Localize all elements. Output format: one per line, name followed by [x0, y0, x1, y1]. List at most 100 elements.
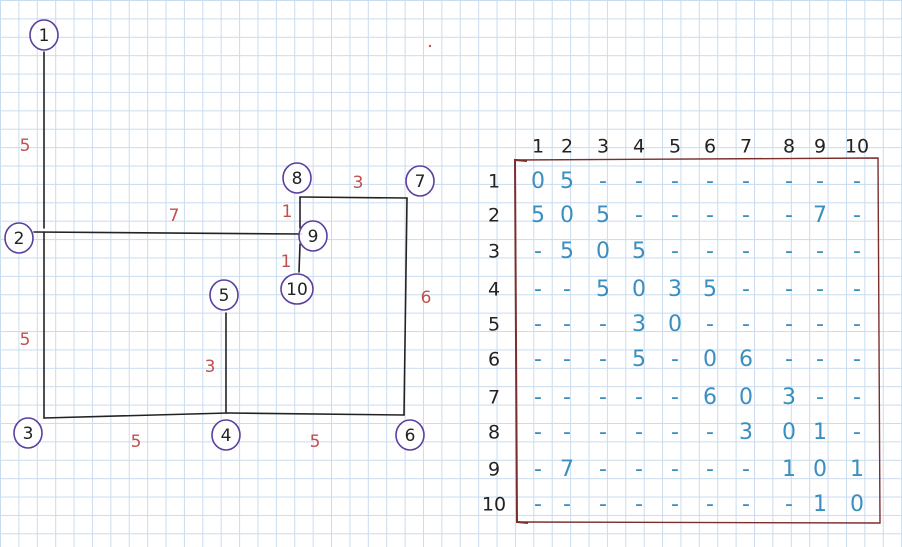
matrix-cell-1-7: -	[742, 169, 750, 194]
node-8: 8	[282, 162, 312, 194]
matrix-col-header-4: 4	[633, 136, 645, 158]
matrix-cell-6-8: -	[785, 347, 793, 372]
matrix-cell-3-10: -	[853, 239, 861, 264]
matrix-row-header-10: 10	[482, 494, 506, 516]
node-circle	[282, 162, 312, 194]
matrix-cell-7-9: -	[816, 385, 824, 410]
matrix-cell-10-1: -	[534, 492, 542, 517]
edge-3-4	[43, 412, 229, 419]
node-6: 6	[395, 419, 425, 451]
node-4: 4	[211, 419, 241, 451]
node-circle	[280, 273, 314, 305]
edge-weight-3-4: 5	[131, 432, 142, 452]
matrix-cell-5-4: 3	[632, 312, 646, 337]
matrix-cell-2-4: -	[635, 203, 643, 228]
matrix-cell-8-5: -	[671, 420, 679, 445]
matrix-cell-2-10: -	[853, 203, 861, 228]
matrix-cell-7-7: 0	[739, 385, 753, 410]
matrix-cell-1-9: -	[816, 169, 824, 194]
matrix-cell-4-4: 0	[632, 277, 646, 302]
matrix-cell-5-3: -	[599, 312, 607, 337]
matrix-row-header-6: 6	[488, 349, 500, 371]
matrix-cell-3-7: -	[742, 239, 750, 264]
matrix-cell-10-7: -	[742, 492, 750, 517]
matrix-cell-1-8: -	[785, 169, 793, 194]
node-5: 5	[209, 279, 239, 311]
matrix-cell-8-2: -	[563, 420, 571, 445]
matrix-col-header-10: 10	[845, 136, 869, 158]
matrix-col-header-9: 9	[814, 136, 826, 158]
matrix-col-header-8: 8	[783, 136, 795, 158]
edge-weight-6-7: 6	[421, 288, 432, 308]
matrix-cell-6-5: -	[671, 347, 679, 372]
matrix-cell-8-10: -	[853, 420, 861, 445]
matrix-cell-5-2: -	[563, 312, 571, 337]
node-circle	[4, 222, 34, 254]
matrix-cell-1-1: 0	[531, 169, 545, 194]
matrix-cell-1-4: -	[635, 169, 643, 194]
matrix-cell-3-2: 5	[560, 239, 574, 264]
matrix-cell-5-7: -	[742, 312, 750, 337]
matrix-cell-1-10: -	[853, 169, 861, 194]
matrix-cell-2-8: -	[785, 203, 793, 228]
matrix-cell-5-10: -	[853, 312, 861, 337]
matrix-cell-10-8: -	[785, 492, 793, 517]
node-7: 7	[405, 165, 435, 197]
matrix-cell-5-8: -	[785, 312, 793, 337]
matrix-cell-9-6: -	[706, 457, 714, 482]
edge-9-10	[298, 243, 301, 273]
matrix-cell-5-1: -	[534, 312, 542, 337]
matrix-row-header-3: 3	[488, 241, 500, 263]
matrix-cell-4-9: -	[816, 277, 824, 302]
matrix-cell-3-4: 5	[632, 239, 646, 264]
matrix-cell-9-5: -	[671, 457, 679, 482]
matrix-cell-7-6: 6	[703, 385, 717, 410]
matrix-cell-2-6: -	[706, 203, 714, 228]
matrix-cell-5-5: 0	[668, 312, 682, 337]
edge-weight-4-6: 5	[310, 432, 321, 452]
node-label: 7	[415, 172, 426, 192]
matrix-cell-8-1: -	[534, 420, 542, 445]
matrix-cell-6-2: -	[563, 347, 571, 372]
matrix-cell-4-8: -	[785, 277, 793, 302]
matrix-cell-6-9: -	[816, 347, 824, 372]
matrix-cell-7-1: -	[534, 385, 542, 410]
matrix-row-header-7: 7	[488, 387, 500, 409]
matrix-cell-1-2: 5	[560, 169, 574, 194]
matrix-row-header-2: 2	[488, 205, 500, 227]
edge-weight-2-9: 7	[169, 206, 180, 226]
matrix-col-header-3: 3	[597, 136, 609, 158]
matrix-cell-6-10: -	[853, 347, 861, 372]
matrix-cell-6-1: -	[534, 347, 542, 372]
matrix-cell-9-2: 7	[560, 457, 574, 482]
matrix-row-header-5: 5	[488, 314, 500, 336]
matrix-col-header-5: 5	[669, 136, 681, 158]
matrix-cell-8-3: -	[599, 420, 607, 445]
node-label: 10	[286, 280, 308, 300]
matrix-cell-4-5: 3	[668, 277, 682, 302]
matrix-cell-4-6: 5	[703, 277, 717, 302]
node-2: 2	[4, 222, 34, 254]
matrix-cell-10-6: -	[706, 492, 714, 517]
matrix-left-bracket	[513, 158, 529, 524]
node-circle	[395, 419, 425, 451]
matrix-border	[513, 157, 881, 524]
matrix-cell-7-10: -	[853, 385, 861, 410]
matrix-cell-3-1: -	[534, 239, 542, 264]
edge-weight-7-8: 3	[353, 173, 364, 193]
matrix-row-header-9: 9	[488, 459, 500, 481]
matrix-cell-2-7: -	[742, 203, 750, 228]
matrix-outline	[514, 157, 881, 524]
node-label: 1	[39, 26, 50, 46]
matrix-cell-9-9: 0	[813, 457, 827, 482]
matrix-cell-8-8: 0	[782, 420, 796, 445]
matrix-col-header-1: 1	[532, 136, 544, 158]
matrix-cell-2-2: 0	[560, 203, 574, 228]
matrix-cell-10-10: 0	[850, 492, 864, 517]
matrix-cell-10-2: -	[563, 492, 571, 517]
matrix-cell-9-8: 1	[782, 457, 796, 482]
edge-2-9	[33, 231, 303, 235]
